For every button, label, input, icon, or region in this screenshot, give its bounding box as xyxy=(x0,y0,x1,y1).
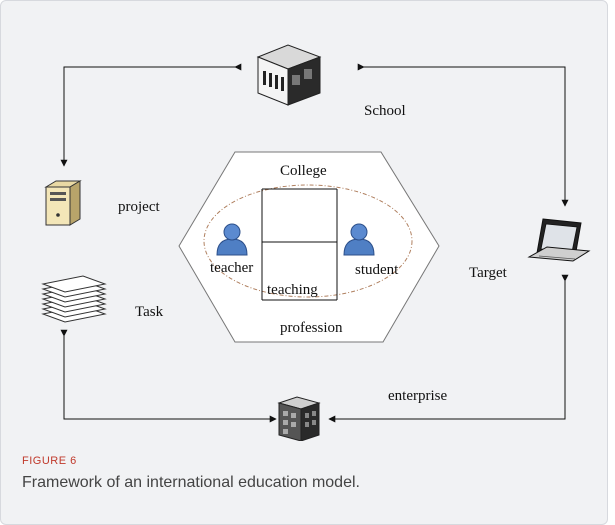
server-tower-icon xyxy=(44,180,82,226)
student-person-icon xyxy=(343,223,375,256)
label-school: School xyxy=(364,103,406,119)
connector-school-project xyxy=(60,63,242,167)
college-hexagon xyxy=(178,151,440,343)
office-building-icon xyxy=(277,396,321,441)
label-target: Target xyxy=(469,265,507,281)
document-stack-icon xyxy=(41,275,107,323)
teaching-ellipse xyxy=(203,184,413,298)
connector-task-enterprise xyxy=(60,329,277,423)
label-project: project xyxy=(118,199,160,215)
figure-caption-label: FIGURE 6 xyxy=(22,455,77,467)
framework-diagram xyxy=(41,44,591,441)
teaching-grid xyxy=(261,188,338,301)
label-profession: profession xyxy=(280,320,343,336)
label-task: Task xyxy=(135,304,164,320)
school-building-icon xyxy=(256,44,322,106)
connector-target-enterprise xyxy=(328,274,569,423)
figure-caption-text: Framework of an international education … xyxy=(22,474,360,491)
teacher-person-icon xyxy=(216,223,248,256)
laptop-icon xyxy=(527,218,591,262)
label-college: College xyxy=(280,163,327,179)
label-student: student xyxy=(355,262,399,278)
label-enterprise: enterprise xyxy=(388,388,448,404)
label-teaching: teaching xyxy=(267,282,318,298)
connector-school-target xyxy=(357,63,569,207)
label-teacher: teacher xyxy=(210,260,254,276)
